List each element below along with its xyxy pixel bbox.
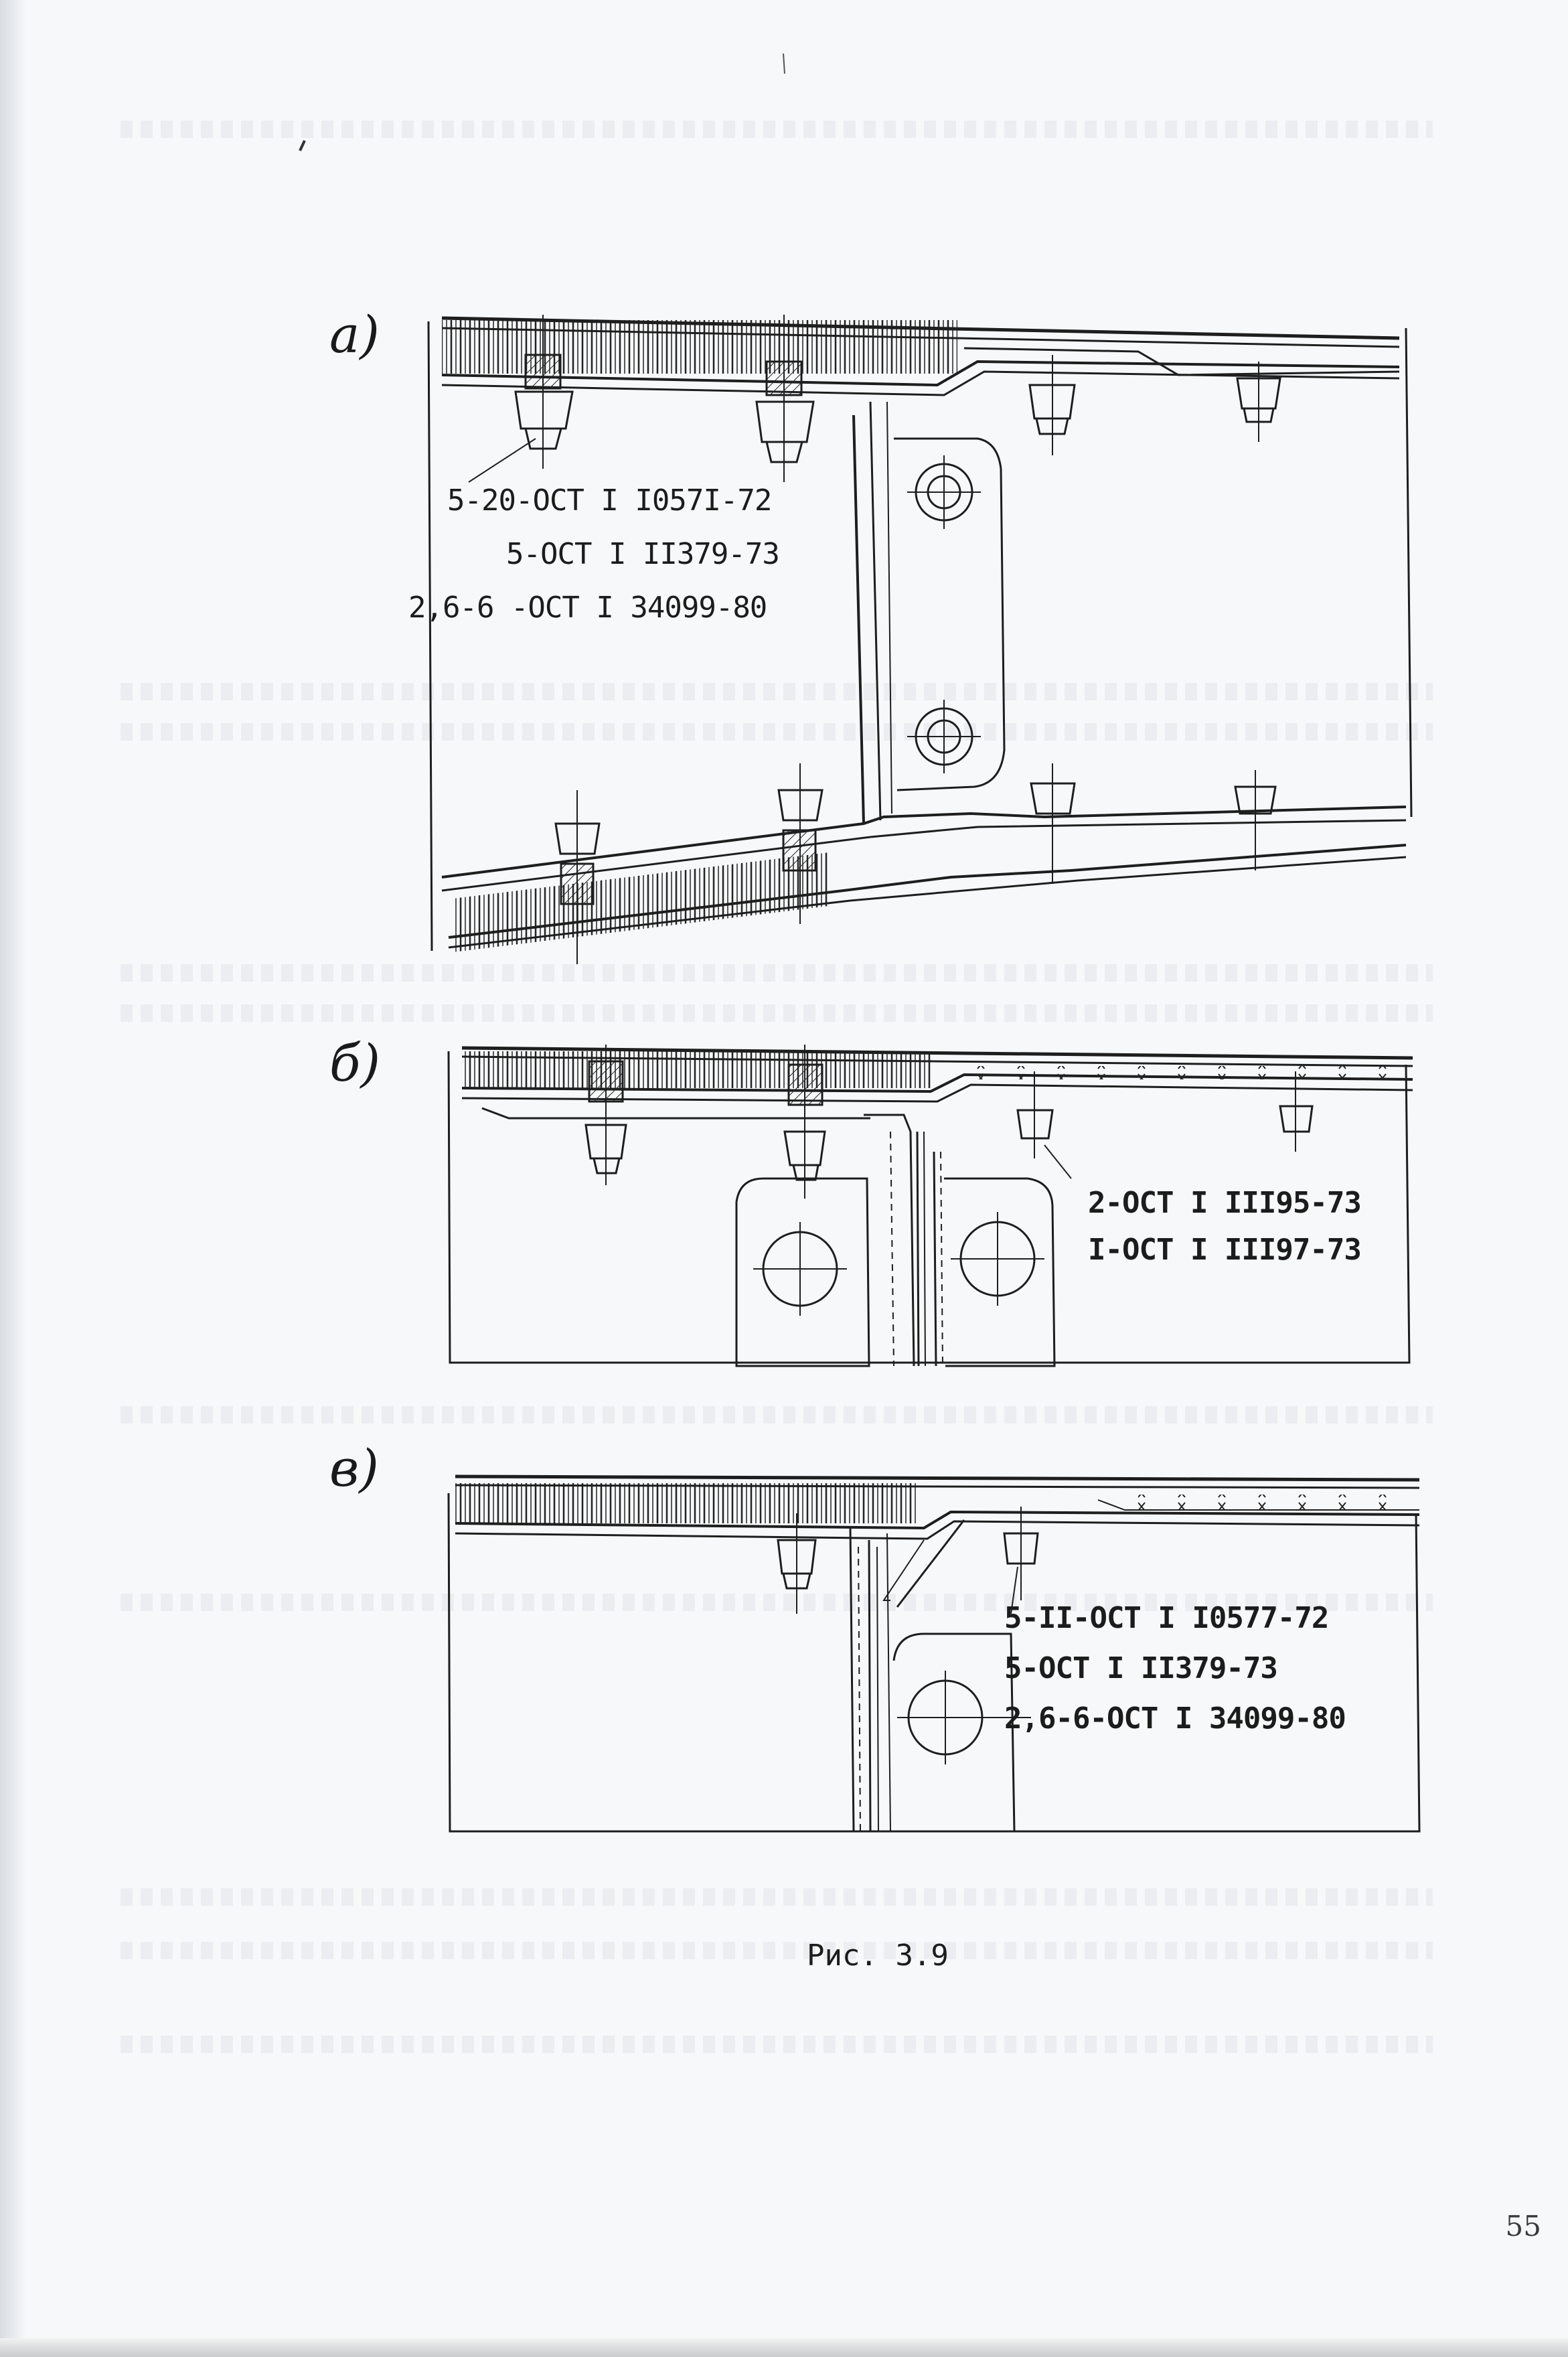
page-binding-shadow — [0, 0, 27, 2357]
panel-a-right-edge — [1405, 327, 1413, 818]
page-number: 55 — [1505, 2210, 1541, 2242]
panel-b-letter: б) — [329, 1033, 381, 1093]
panel-a-top-bolts — [514, 315, 1281, 482]
bleed-through-line — [121, 1888, 1433, 1906]
bleed-through-line — [121, 2036, 1433, 2053]
panel-a-fitting — [894, 437, 1006, 791]
panel-a-callout-2: 5-ОСТ I II379-73 — [506, 537, 780, 571]
panel-b — [447, 1045, 1413, 1367]
panel-a-bottom-bolts — [554, 763, 1277, 964]
panel-c-frame — [447, 1493, 1421, 1833]
panel-b-callout-1: 2-ОСТ I III95-73 — [1088, 1186, 1362, 1220]
bleed-through-line — [121, 964, 1433, 982]
panel-c-callout-1: 5-II-ОСТ I I0577-72 — [1004, 1601, 1329, 1635]
panel-a-callout-1: 5-20-ОСТ I I057I-72 — [447, 483, 772, 518]
panel-a-left-edge — [427, 321, 433, 952]
panel-b-bolts — [584, 1045, 1314, 1199]
panel-c-callout-2: 5-ОСТ I II379-73 — [1004, 1651, 1278, 1685]
scan-bottom-edge — [0, 2338, 1568, 2357]
bleed-through-line — [121, 1942, 1433, 1959]
panel-c-letter: в) — [329, 1438, 379, 1498]
panel-c-bolts — [777, 1507, 1039, 1614]
scan-mark — [783, 53, 785, 74]
panel-b-crossed-skin — [964, 1066, 1406, 1079]
bleed-through-line — [121, 1406, 1433, 1424]
panel-c-callout-3: 2,6-6-ОСТ I 34099-80 — [1004, 1701, 1346, 1736]
panel-c — [447, 1474, 1421, 1833]
panel-b-fitting-right — [944, 1177, 1056, 1367]
panel-b-callout-2: I-ОСТ I III97-73 — [1088, 1233, 1362, 1267]
panel-a-letter: а) — [329, 305, 380, 364]
panel-b-fitting-left — [735, 1177, 870, 1367]
panel-a — [427, 315, 1413, 964]
panel-c-fitting — [892, 1632, 1016, 1832]
bleed-through-line — [121, 1594, 1433, 1611]
figure-caption: Рис. 3.9 — [807, 1938, 949, 1973]
panel-c-honeycomb — [455, 1483, 917, 1523]
panel-a-bottom-honeycomb — [455, 852, 830, 952]
bleed-through-line — [121, 1004, 1433, 1022]
bleed-through-line — [121, 121, 1433, 138]
panel-b-frame — [447, 1051, 1411, 1364]
scan-mark — [299, 140, 306, 151]
bleed-through-line — [121, 683, 1433, 700]
bleed-through-line — [121, 723, 1433, 741]
panel-a-callout-3: 2,6-6 -ОСТ I 34099-80 — [408, 591, 767, 625]
